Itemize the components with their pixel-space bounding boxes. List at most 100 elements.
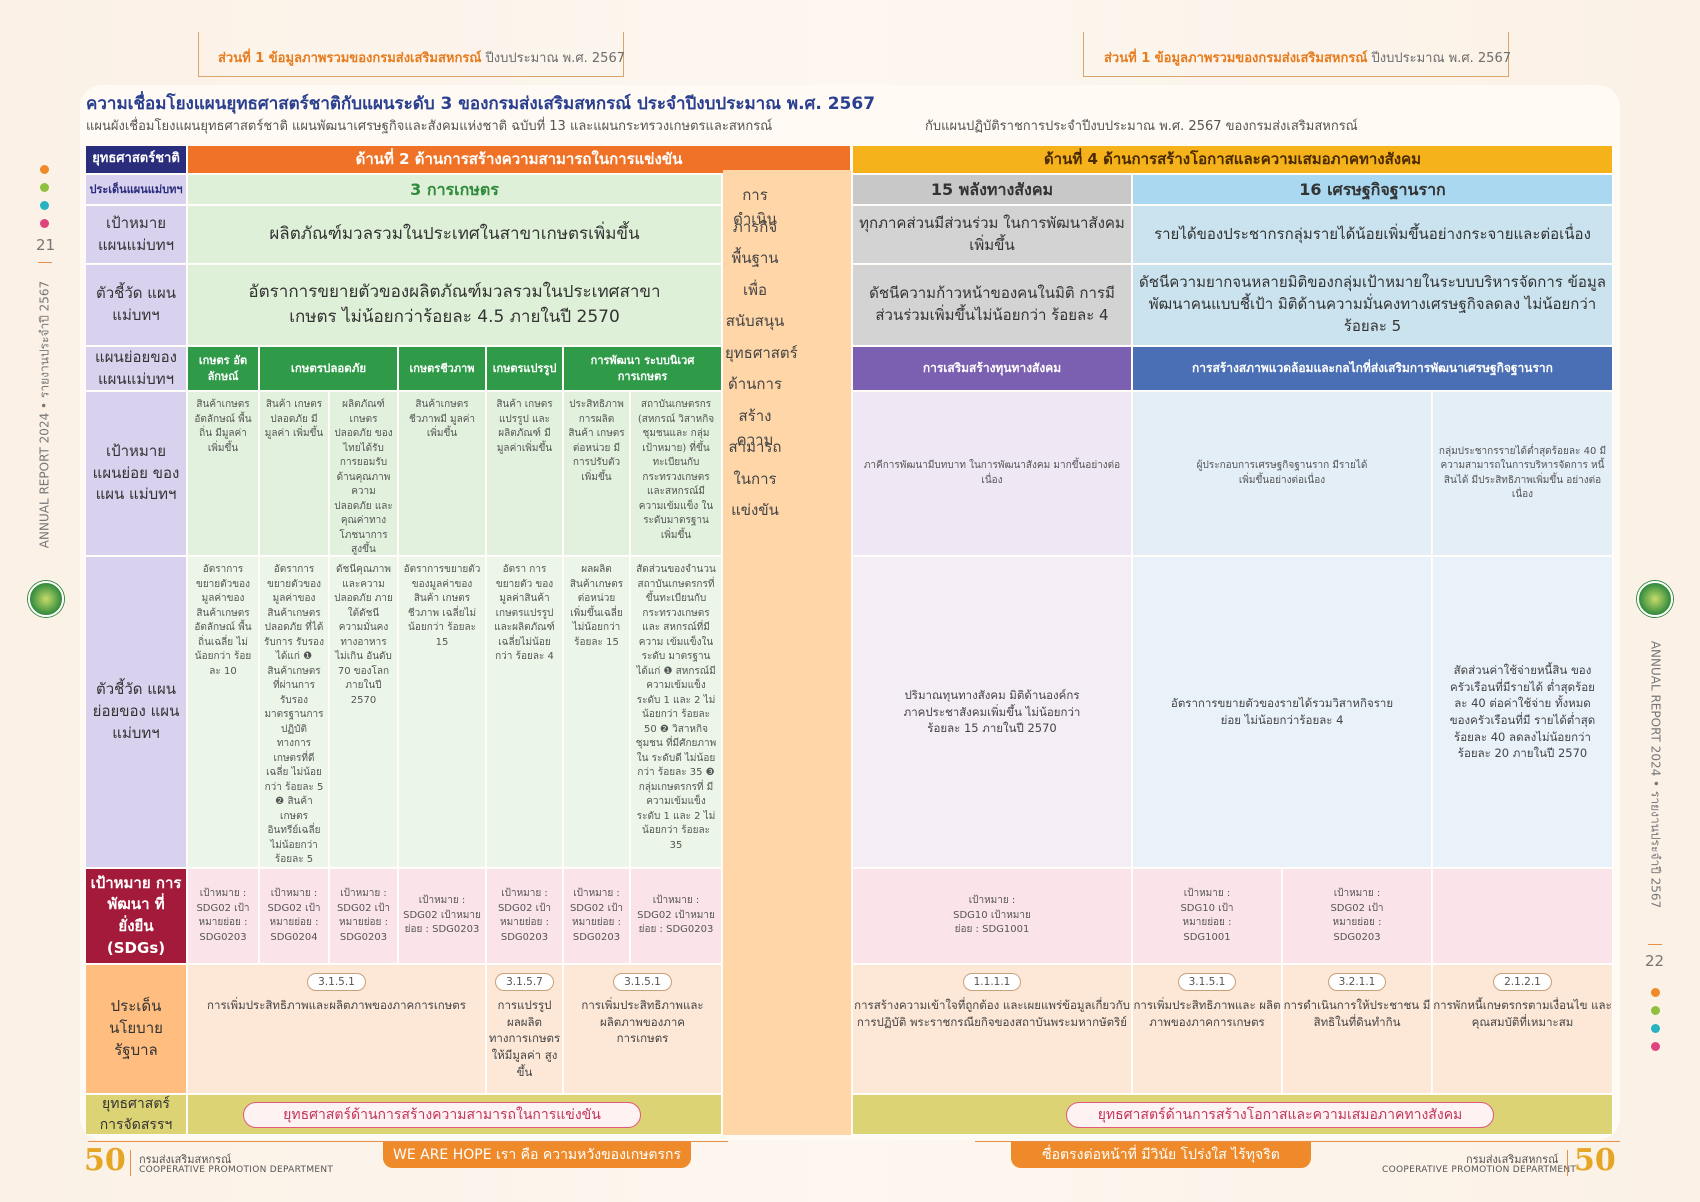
logo-50-right: 50 — [1574, 1143, 1616, 1178]
policy-code: 3.2.1.1 — [1327, 973, 1387, 991]
right-indicator-16: ดัชนีความยากจนหลายมิติของกลุ่มเป้าหมายใน… — [1133, 265, 1613, 346]
policy-code: 2.1.2.1 — [1493, 973, 1552, 991]
right-policy-1: 1.1.1.1 การสร้างความเข้าใจที่ถูกต้อง และ… — [853, 965, 1132, 1094]
left-subplan-1: เกษตร อัตลักษณ์ — [188, 347, 259, 391]
left-subgoal-1: สินค้าเกษตร อัตลักษณ์ พื้นถิ่น มีมูลค่า … — [188, 392, 259, 556]
policy-code: 3.1.5.7 — [495, 973, 554, 991]
mission-word: แข่งขัน — [731, 501, 779, 519]
header-divider — [198, 32, 199, 77]
left-subindicator-1: อัตราการ ขยายตัวของ มูลค่าของ สินค้าเกษต… — [188, 557, 259, 868]
mission-word: สนับสนุน — [725, 312, 785, 330]
left-sdg-5: เป้าหมาย : SDG02 เป้าหมายย่อย : SDG0203 — [487, 869, 563, 964]
left-subgoal-4: สินค้าเกษตร ชีวภาพมี มูลค่าเพิ่มขึ้น — [399, 392, 486, 556]
row-label-master-issue: ประเด็นแผนแม่บทฯ — [86, 175, 187, 205]
footer-divider — [1567, 1150, 1568, 1176]
left-subgoal-3: ผลิตภัณฑ์ เกษตรปลอดภัย ของไทยได้รับ การย… — [330, 392, 398, 556]
right-subindicator-1: ปริมาณทุนทางสังคม มิติด้านองค์กร ภาคประช… — [853, 557, 1132, 868]
header-left: ส่วนที่ 1 ข้อมูลภาพรวมของกรมส่งเสริมสหกร… — [218, 51, 625, 66]
emblem-icon — [1637, 581, 1673, 617]
page-subtitle-left: แผนผังเชื่อมโยงแผนยุทธศาสตร์ชาติ แผนพัฒน… — [86, 119, 773, 134]
left-sdg-7: เป้าหมาย : SDG02 เป้าหมายย่อย : SDG0203 — [631, 869, 722, 964]
left-subplan-4: เกษตรแปรรูป — [487, 347, 563, 391]
left-strategy-header: ด้านที่ 2 ด้านการสร้างความสามารถในการแข่… — [188, 146, 851, 174]
footer-divider — [130, 1150, 131, 1176]
left-sdg-1: เป้าหมาย : SDG02 เป้าหมายย่อย : SDG0203 — [188, 869, 259, 964]
right-page-number: 22 — [1645, 952, 1665, 970]
side-dot-green — [40, 183, 49, 192]
right-policy-3: 3.2.1.1 การดำเนินการให้ประชาชน มีสิทธิใน… — [1283, 965, 1432, 1094]
right-sdg-empty — [1433, 869, 1613, 964]
mission-word: ด้านการ — [728, 375, 782, 393]
right-issue-15: 15 พลังทางสังคม — [853, 175, 1132, 205]
left-subindicator-3: ดัชนีคุณภาพ และความ ปลอดภัย ภายใต้ดัชนี … — [330, 557, 398, 868]
right-subplan-1: การเสริมสร้างทุนทางสังคม — [853, 347, 1132, 391]
mission-word: การดำเนิน — [733, 186, 777, 228]
left-page-number: 21 — [36, 236, 56, 254]
right-sdg-1: เป้าหมาย : SDG10 เป้าหมายย่อย : SDG1001 — [853, 869, 1132, 964]
left-subindicator-6: ผลผลิต สินค้าเกษตร ต่อหน่วย เพิ่มขึ้นเฉล… — [564, 557, 630, 868]
header-rule — [1083, 76, 1509, 77]
row-label-gov-policy: ประเด็น นโยบาย รัฐบาล — [86, 965, 187, 1094]
left-sdg-3: เป้าหมาย : SDG02 เป้าหมายย่อย : SDG0203 — [330, 869, 398, 964]
left-vertical-label: ANNUAL REPORT 2024 • รายงานประจำปี 2567 — [37, 280, 52, 549]
right-subgoal-2: ผู้ประกอบการเศรษฐกิจฐานราก มีรายได้เพิ่ม… — [1133, 392, 1432, 556]
page-subtitle-right: กับแผนปฏิบัติราชการประจำปีงบประมาณ พ.ศ. … — [925, 119, 1358, 134]
right-subgoal-1: ภาคีการพัฒนามีบทบาท ในการพัฒนาสังคม มากข… — [853, 392, 1132, 556]
side-dot-teal — [1651, 1024, 1660, 1033]
header-divider — [1083, 32, 1084, 77]
mission-word: พื้นฐาน — [731, 249, 779, 267]
right-subindicator-3: สัดส่วนค่าใช้จ่ายหนี้สิน ของครัวเรือนที่… — [1433, 557, 1613, 868]
left-subindicator-4: อัตราการขยายตัว ของมูลค่าของสินค้า เกษตร… — [399, 557, 486, 868]
right-policy-2: 3.1.5.1 การเพิ่มประสิทธิภาพและ ผลิตภาพขอ… — [1133, 965, 1282, 1094]
mission-word: ภารกิจ — [732, 217, 778, 236]
left-subplan-2: เกษตรปลอดภัย — [260, 347, 398, 391]
header-right: ส่วนที่ 1 ข้อมูลภาพรวมของกรมส่งเสริมสหกร… — [1104, 51, 1511, 66]
row-label-subplan-indicator: ตัวชี้วัด แผนย่อยของ แผนแม่บทฯ — [86, 557, 187, 868]
left-subindicator-5: อัตรา การขยายตัว ของมูลค่าสินค้า เกษตรแป… — [487, 557, 563, 868]
right-policy-4: 2.1.2.1 การพักหนี้เกษตรกรตามเงื่อนไข และ… — [1433, 965, 1613, 1094]
dept-name-th-right: กรมส่งเสริมสหกรณ์ — [1466, 1153, 1559, 1166]
policy-text: การเพิ่มประสิทธิภาพและผลิตภาพของภาคการเก… — [207, 998, 466, 1012]
footer-banner-right: ซื่อตรงต่อหน้าที่ มีวินัย โปร่งใส ไร้ทุจ… — [1011, 1142, 1311, 1168]
right-sdg-3: เป้าหมาย : SDG02 เป้าหมายย่อย : SDG0203 — [1283, 869, 1432, 964]
mission-word: สามารถ — [728, 438, 782, 456]
mission-word: เพื่อ — [742, 280, 768, 299]
left-subgoal-6: ประสิทธิภาพ การผลิต สินค้า เกษตร ต่อหน่ว… — [564, 392, 630, 556]
dept-name-th-left: กรมส่งเสริมสหกรณ์ — [139, 1153, 232, 1166]
left-subplan-3: เกษตรชีวภาพ — [399, 347, 486, 391]
policy-text: การเพิ่มประสิทธิภาพและ ผลิตภาพของภาคการเ… — [581, 998, 704, 1046]
left-sdg-4: เป้าหมาย : SDG02 เป้าหมายย่อย : SDG0203 — [399, 869, 486, 964]
dept-name-en-right: COOPERATIVE PROMOTION DEPARTMENT — [1382, 1165, 1577, 1175]
side-dot-orange — [40, 165, 49, 174]
right-strategy-header: ด้านที่ 4 ด้านการสร้างโอกาสและความเสมอภา… — [853, 146, 1613, 174]
footer-rule — [975, 1141, 1620, 1142]
policy-code: 1.1.1.1 — [962, 973, 1022, 991]
policy-code: 3.1.5.1 — [307, 973, 366, 991]
side-rule — [1648, 944, 1662, 945]
mission-column — [723, 170, 851, 1135]
left-master-issue: 3 การเกษตร — [188, 175, 722, 205]
row-label-master-goal: เป้าหมาย แผนแม่บทฯ — [86, 206, 187, 264]
left-dept-strategy-pill: ยุทธศาสตร์ด้านการสร้างความสามารถในการแข่… — [243, 1102, 641, 1128]
side-dot-orange — [1651, 988, 1660, 997]
header-rule — [198, 76, 624, 77]
right-vertical-label: ANNUAL REPORT 2024 • รายงานประจำปี 2567 — [1648, 640, 1663, 909]
footer-banner-left: WE ARE HOPE เรา คือ ความหวังของเกษตรกร — [383, 1142, 691, 1168]
right-indicator-15: ดัชนีความก้าวหน้าของคนในมิติ การมีส่วนร่… — [853, 265, 1132, 346]
emblem-icon — [28, 581, 64, 617]
side-dot-teal — [40, 201, 49, 210]
left-policy-2: 3.1.5.7 การแปรรูป ผลผลิต ทางการเกษตร ให้… — [487, 965, 563, 1094]
left-master-indicator: อัตราการขยายตัวของผลิตภัณฑ์มวลรวมในประเท… — [188, 265, 722, 346]
right-goal-16: รายได้ของประชากรกลุ่มรายได้น้อยเพิ่มขึ้น… — [1133, 206, 1613, 264]
left-subgoal-2: สินค้า เกษตรปลอดภัย มีมูลค่า เพิ่มขึ้น — [260, 392, 329, 556]
left-subplan-5: การพัฒนา ระบบนิเวศการเกษตร — [564, 347, 722, 391]
left-sdg-6: เป้าหมาย : SDG02 เป้าหมายย่อย : SDG0203 — [564, 869, 630, 964]
left-subgoal-5: สินค้า เกษตรแปรรูป และผลิตภัณฑ์ มีมูลค่า… — [487, 392, 563, 556]
left-subgoal-7: สถาบันเกษตรกร (สหกรณ์ วิสาหกิจ ชุมชนและ … — [631, 392, 722, 556]
left-policy-3: 3.1.5.1 การเพิ่มประสิทธิภาพและ ผลิตภาพขอ… — [564, 965, 722, 1094]
mission-word: สร้างความ — [736, 406, 774, 449]
page-title: ความเชื่อมโยงแผนยุทธศาสตร์ชาติกับแผนระดั… — [86, 94, 876, 114]
side-dot-pink — [40, 219, 49, 228]
right-subindicator-2: อัตราการขยายตัวของรายได้รวมวิสาหกิจรายย่… — [1133, 557, 1432, 868]
left-subindicator-7: สัดส่วนของจำนวน สถาบันเกษตรกรที่ ขึ้นทะเ… — [631, 557, 722, 868]
